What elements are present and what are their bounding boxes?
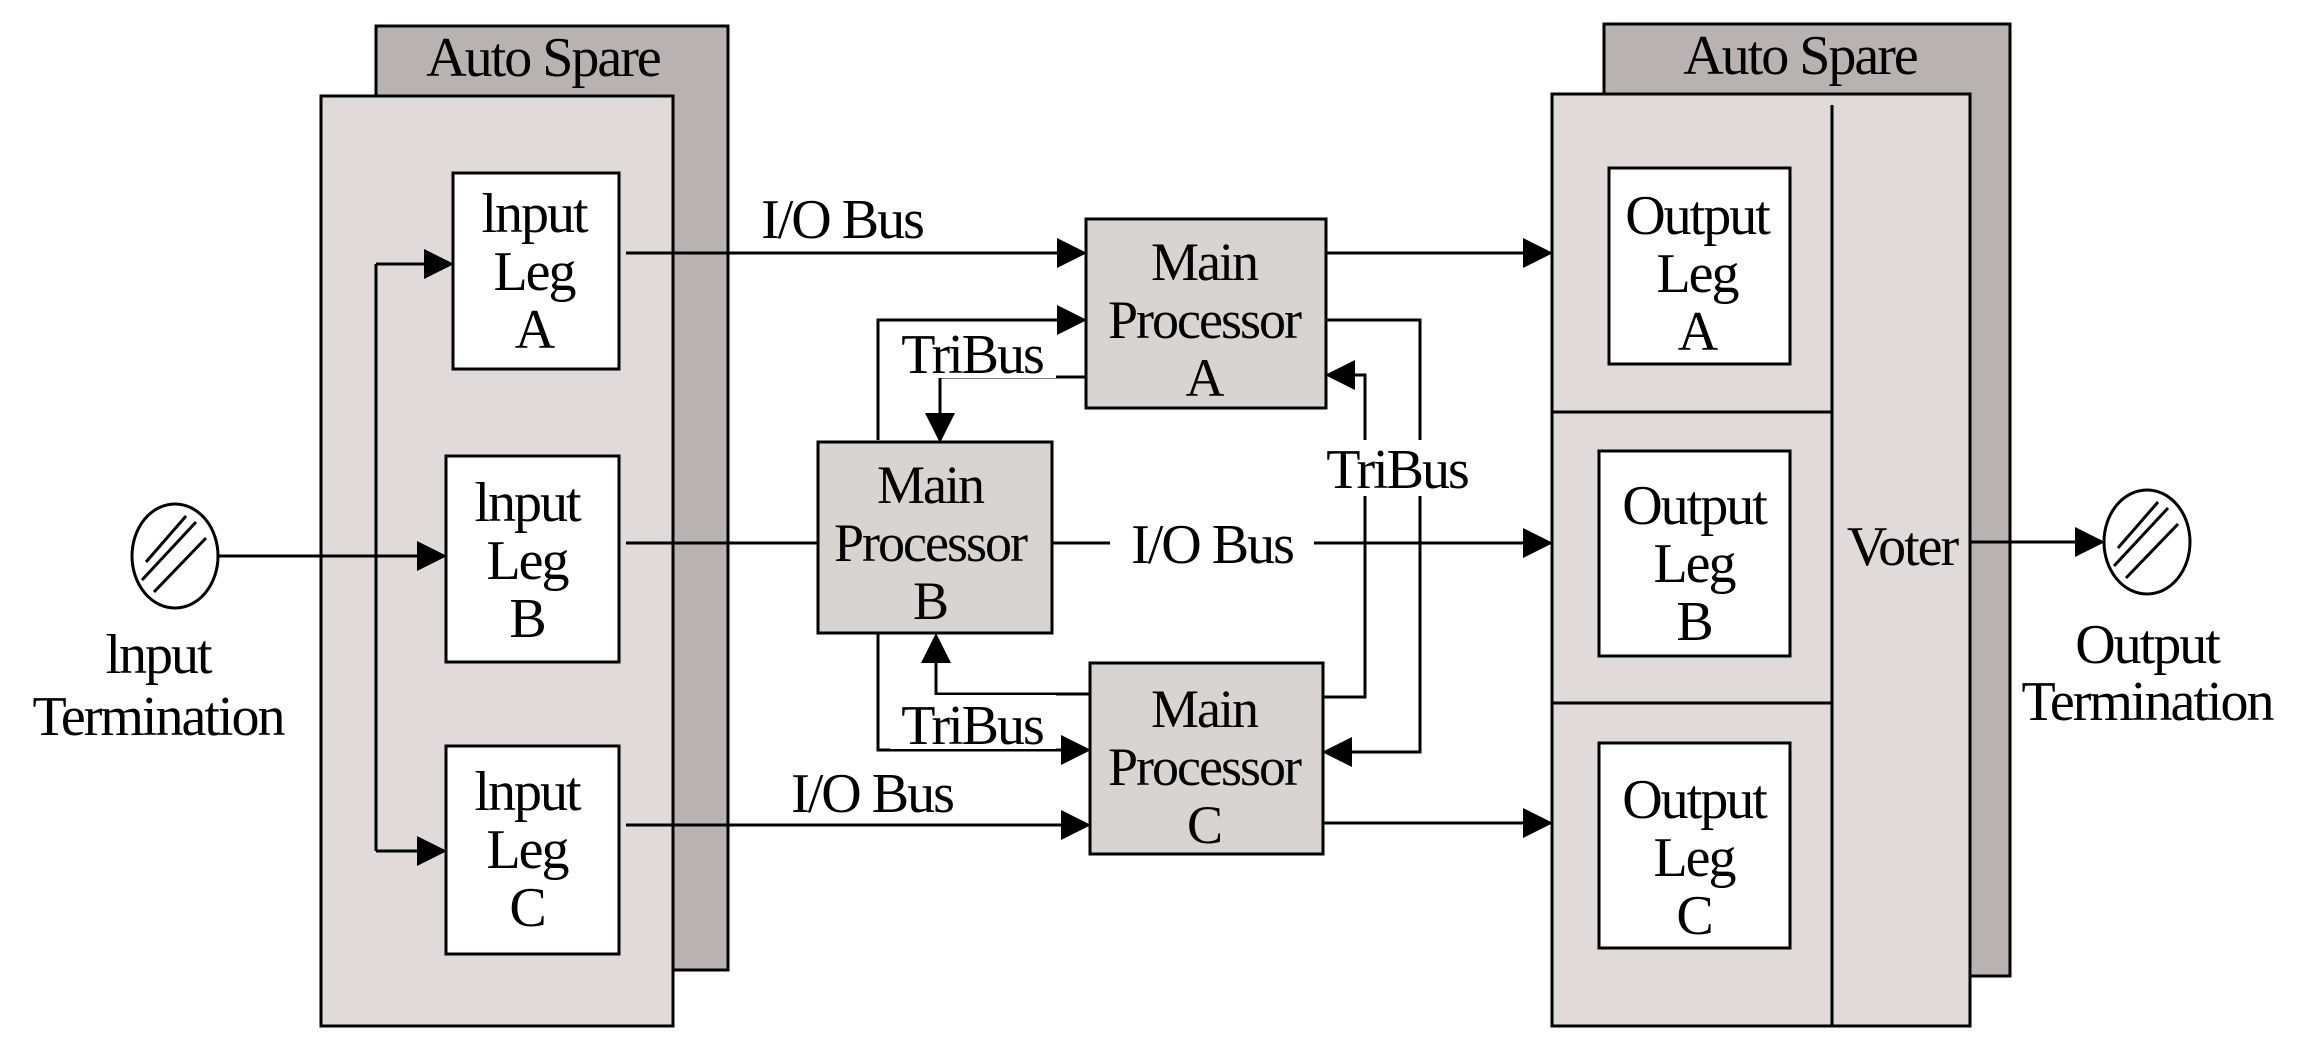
svg-text:C: C	[1676, 885, 1711, 947]
svg-text:Output: Output	[1622, 475, 1768, 537]
input-termination-label-line2: Termination	[33, 686, 286, 748]
input-termination: lnput Termination	[33, 502, 287, 748]
output-termination-label-line1: Output	[2075, 614, 2221, 676]
svg-text:Output: Output	[1622, 769, 1768, 831]
svg-text:lnput: lnput	[481, 183, 589, 245]
svg-text:Leg: Leg	[1653, 827, 1735, 889]
tribus-ac-label: TriBus	[1326, 439, 1468, 501]
tribus-c-to-a	[1323, 360, 1367, 699]
tribus-b-to-a	[876, 305, 1087, 440]
io-bus-b-label: I/O Bus	[1131, 514, 1293, 576]
svg-text:C: C	[509, 877, 544, 939]
left-auto-spare-group: Auto Spare lnput Leg A lnput Leg B lnput…	[319, 24, 730, 1028]
tribus-c-to-b	[921, 633, 1090, 696]
svg-text:lnput: lnput	[474, 761, 582, 823]
svg-text:Leg: Leg	[486, 819, 568, 881]
io-bus-a-label: I/O Bus	[761, 189, 923, 251]
io-bus-c-label: I/O Bus	[791, 763, 953, 825]
output-leg-c: Output Leg C	[1597, 741, 1792, 950]
svg-text:B: B	[1676, 591, 1711, 653]
main-processor-a: Main Processor A	[1084, 217, 1328, 410]
input-leg-a: lnput Leg A	[451, 171, 621, 371]
svg-text:Output: Output	[1625, 185, 1771, 247]
input-termination-label-line1: lnput	[105, 624, 213, 686]
svg-text:A: A	[1678, 301, 1719, 363]
main-processor-c: Main Processor C	[1088, 661, 1325, 856]
tribus-a-to-b	[925, 375, 1086, 443]
svg-text:Main: Main	[1151, 679, 1259, 739]
svg-text:B: B	[509, 588, 544, 650]
svg-text:Leg: Leg	[486, 530, 568, 592]
tribus-ab-label: TriBus	[901, 324, 1043, 386]
right-auto-spare-group: Auto Spare Voter Output Leg A Output Leg…	[1550, 22, 2012, 1028]
tribus-bc-label-bg	[890, 695, 1056, 749]
input-leg-c: lnput Leg C	[444, 744, 621, 956]
svg-text:Processor: Processor	[1108, 290, 1302, 350]
tribus-b-to-c	[876, 633, 1091, 765]
main-processor-b: Main Processor B	[816, 440, 1054, 635]
left-auto-spare-label: Auto Spare	[426, 27, 660, 89]
svg-text:Main: Main	[877, 455, 985, 515]
output-termination-label-line2: Termination	[2022, 671, 2275, 733]
right-auto-spare-label: Auto Spare	[1683, 25, 1917, 87]
svg-text:C: C	[1187, 795, 1221, 855]
svg-text:lnput: lnput	[474, 472, 582, 534]
tribus-ac-label-bg	[1316, 440, 1480, 496]
svg-text:A: A	[515, 299, 556, 361]
svg-text:A: A	[1186, 348, 1225, 408]
input-termination-icon	[130, 502, 220, 610]
tribus-ab-label-bg	[890, 322, 1056, 378]
svg-text:Leg: Leg	[1656, 243, 1738, 305]
voter-label: Voter	[1847, 516, 1960, 578]
svg-text:Leg: Leg	[1653, 533, 1735, 595]
output-leg-a: Output Leg A	[1607, 166, 1792, 366]
svg-text:Processor: Processor	[834, 513, 1028, 573]
output-leg-b: Output Leg B	[1597, 449, 1792, 658]
connectors	[218, 238, 2105, 866]
svg-text:Leg: Leg	[493, 241, 575, 303]
tribus-bc-label: TriBus	[901, 695, 1043, 757]
svg-text:Main: Main	[1151, 232, 1259, 292]
svg-text:B: B	[913, 571, 947, 631]
output-termination: Output Termination	[2022, 488, 2276, 733]
svg-text:Processor: Processor	[1108, 737, 1302, 797]
output-termination-icon	[2102, 488, 2192, 596]
input-leg-b: lnput Leg B	[444, 454, 621, 664]
tribus-a-to-c	[1322, 318, 1422, 767]
